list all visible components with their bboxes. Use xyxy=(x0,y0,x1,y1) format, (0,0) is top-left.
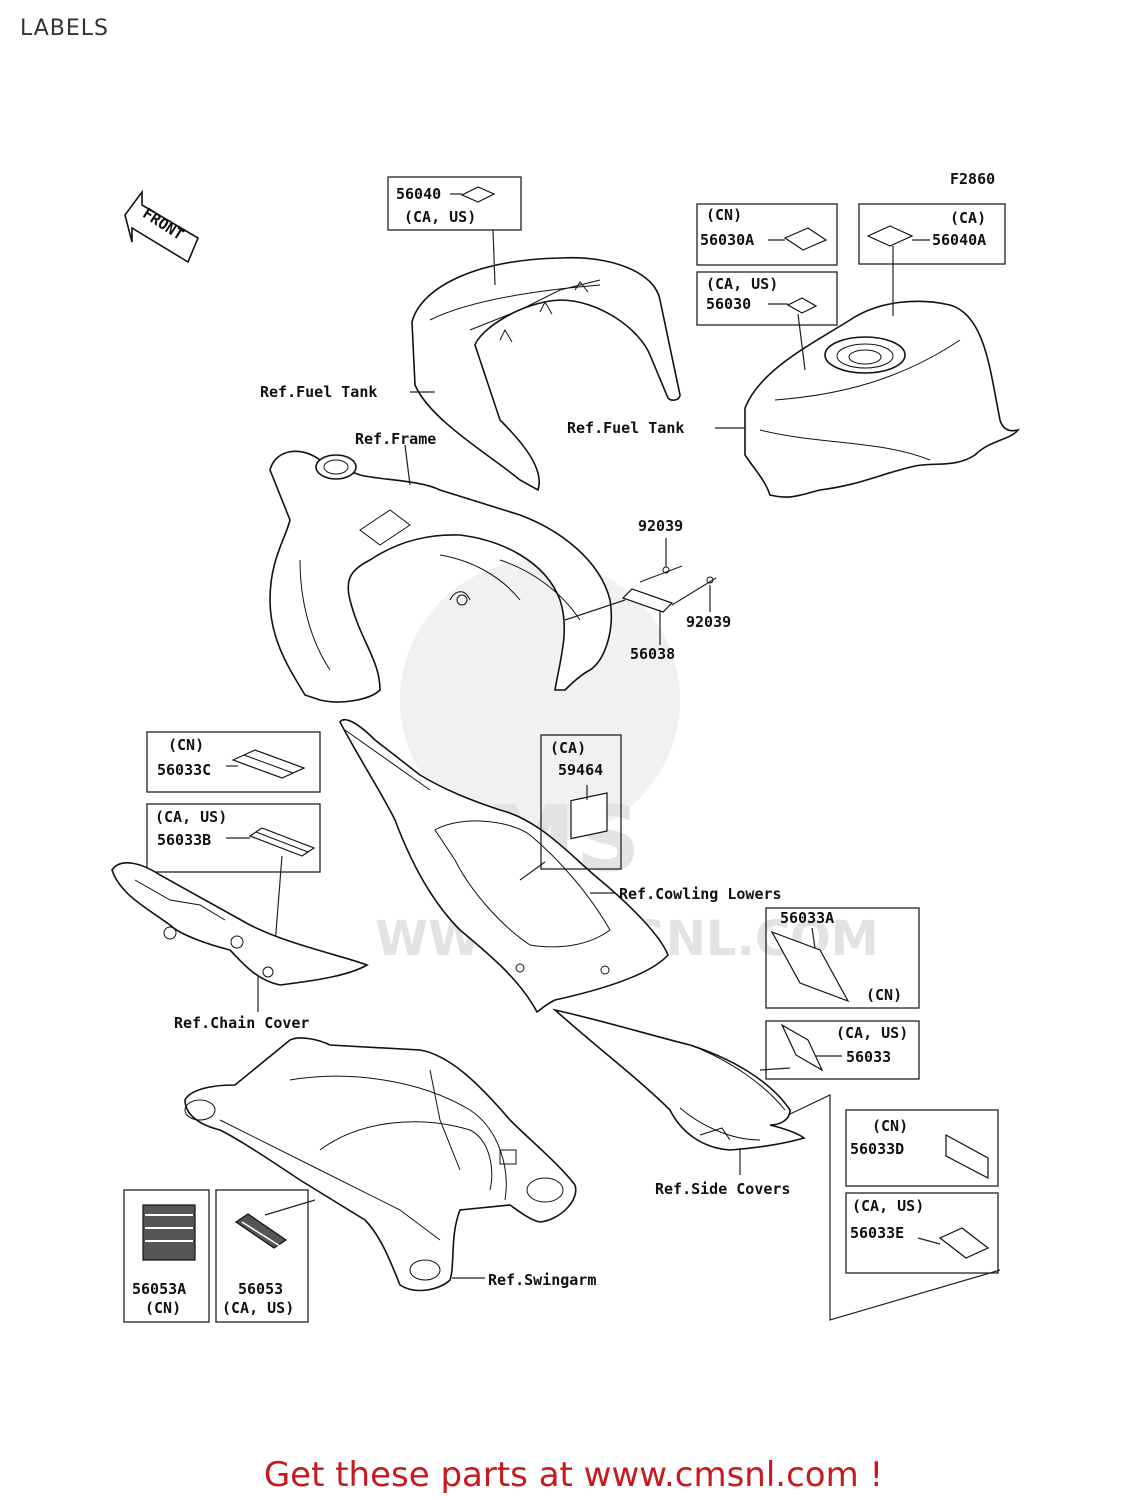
part-number-59464: 59464 xyxy=(558,761,603,779)
part-region-56040: (CA, US) xyxy=(404,208,476,226)
label-box-56030A: (CN) 56030A xyxy=(696,203,838,266)
part-number-56033A: 56033A xyxy=(780,909,834,927)
part-region-56033D: (CN) xyxy=(872,1117,908,1135)
page-title: LABELS xyxy=(20,16,110,41)
plate-56038 xyxy=(564,538,717,645)
frame xyxy=(269,450,613,703)
ref-swingarm: Ref.Swingarm xyxy=(488,1271,596,1289)
label-box-56040: 56040 (CA, US) xyxy=(387,176,522,231)
ref-frame: Ref.Frame xyxy=(355,430,436,448)
chain-cover xyxy=(111,862,369,986)
part-number-56053: 56053 xyxy=(238,1280,283,1298)
part-number-56030: 56030 xyxy=(706,295,751,313)
part-region-56033A: (CN) xyxy=(866,986,902,1004)
label-box-56053: 56053 (CA, US) xyxy=(215,1189,309,1323)
part-region-56033: (CA, US) xyxy=(836,1024,908,1042)
label-box-56033D: (CN) 56033D xyxy=(845,1109,999,1187)
part-number-92039-bottom: 92039 xyxy=(686,613,731,631)
label-box-56033E: (CA, US) 56033E xyxy=(845,1192,999,1274)
ref-chain-cover: Ref.Chain Cover xyxy=(174,1014,309,1032)
ref-cowling-lowers: Ref.Cowling Lowers xyxy=(619,885,782,903)
swingarm xyxy=(184,1037,577,1292)
label-box-56033B: (CA, US) 56033B xyxy=(146,803,321,873)
part-number-56033: 56033 xyxy=(846,1048,891,1066)
part-number-56033E: 56033E xyxy=(850,1224,904,1242)
part-region-56053: (CA, US) xyxy=(222,1299,294,1317)
part-region-56030A: (CN) xyxy=(706,206,742,224)
part-number-56038: 56038 xyxy=(630,645,675,663)
part-region-56030: (CA, US) xyxy=(706,275,778,293)
label-box-56030: (CA, US) 56030 xyxy=(696,271,838,326)
part-number-56033B: 56033B xyxy=(157,831,211,849)
fuel-tank-cover-left xyxy=(411,256,681,492)
part-number-56030A: 56030A xyxy=(700,231,754,249)
parts-diagram: CMS WWW.CMSNL.COM F2860 FRONT Ref.Fuel T… xyxy=(111,170,1021,1323)
label-box-56033C: (CN) 56033C xyxy=(146,731,321,793)
label-box-56033: (CA, US) 56033 xyxy=(765,1020,920,1080)
front-arrow: FRONT xyxy=(124,189,200,264)
label-box-56053A: 56053A (CN) xyxy=(123,1189,210,1323)
part-region-56033C: (CN) xyxy=(168,736,204,754)
fuel-tank-right xyxy=(744,300,1021,498)
part-number-56033D: 56033D xyxy=(850,1140,904,1158)
part-region-56053A: (CN) xyxy=(145,1299,181,1317)
part-number-56053A: 56053A xyxy=(132,1280,186,1298)
label-box-56033A: 56033A (CN) xyxy=(765,907,920,1009)
part-region-56033E: (CA, US) xyxy=(852,1197,924,1215)
part-region-56033B: (CA, US) xyxy=(155,808,227,826)
footer-link[interactable]: Get these parts at www.cmsnl.com ! xyxy=(263,1455,884,1495)
label-box-56040A: (CA) 56040A xyxy=(858,203,1006,265)
part-number-56040: 56040 xyxy=(396,185,441,203)
ref-fuel-tank-right: Ref.Fuel Tank xyxy=(567,419,684,437)
ref-fuel-tank-left: Ref.Fuel Tank xyxy=(260,383,377,401)
label-box-59464: (CA) 59464 xyxy=(540,734,622,870)
part-region-59464: (CA) xyxy=(550,739,586,757)
cowling-lower xyxy=(339,718,669,1014)
part-number-56033C: 56033C xyxy=(157,761,211,779)
ref-side-covers: Ref.Side Covers xyxy=(655,1180,790,1198)
side-cover xyxy=(552,1008,806,1151)
part-region-56040A: (CA) xyxy=(950,209,986,227)
part-number-92039-top: 92039 xyxy=(638,517,683,535)
part-number-56040A: 56040A xyxy=(932,231,986,249)
figure-code: F2860 xyxy=(950,170,995,188)
